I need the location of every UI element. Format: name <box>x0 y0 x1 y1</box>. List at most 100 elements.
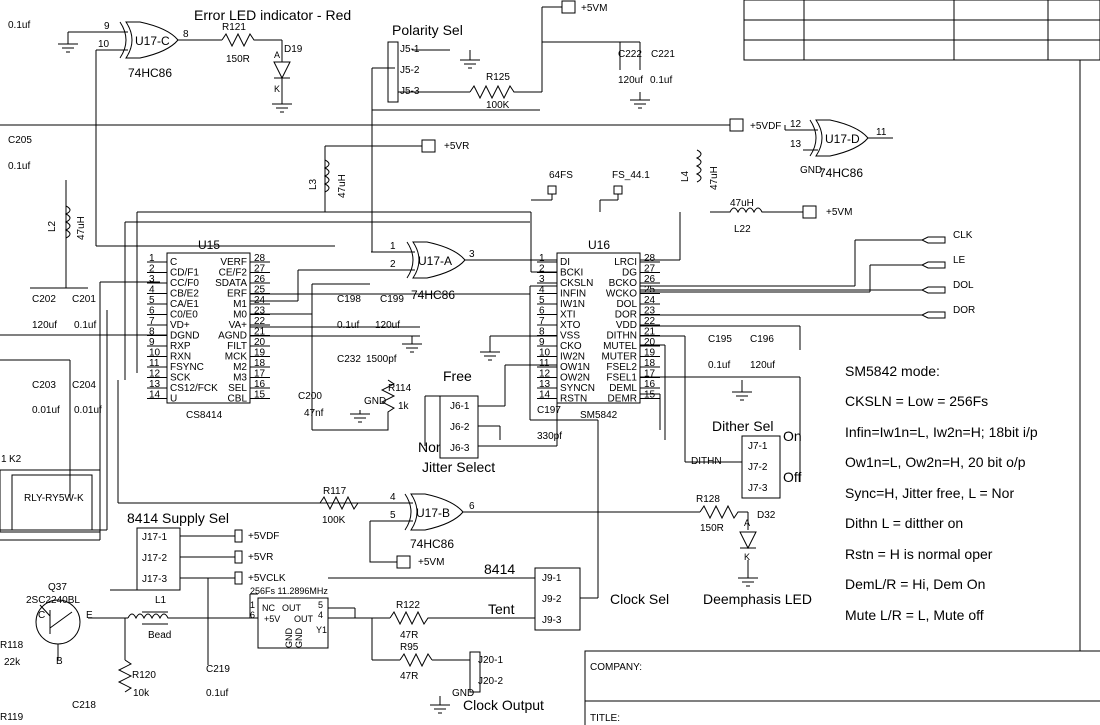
pin-name: IW2N <box>560 352 585 363</box>
gate-u17b: U17-B 74HC86 4 5 6 <box>118 492 700 551</box>
c203-ref: C203 <box>32 380 56 391</box>
c204-val: 0.01uf <box>74 405 102 416</box>
pin-name: DEMR <box>608 394 637 405</box>
u16-part: SM5842 <box>580 410 618 421</box>
pin-number: 14 <box>539 390 551 401</box>
pin-number: 2 <box>539 264 545 275</box>
port-s5vdf: +5VDF <box>222 529 279 543</box>
c222-val: 120uf <box>618 75 643 86</box>
pin-name: M3 <box>233 373 247 384</box>
u17b-pin5: 5 <box>390 510 396 521</box>
r122-val: 47R <box>400 630 418 641</box>
clock-output-gnd: GND <box>452 688 474 699</box>
header-pin: J7-1 <box>748 441 768 452</box>
header-pin: J9-2 <box>542 594 562 605</box>
note-line: Infin=Iw1n=L, Iw2n=H; 18bit i/p <box>845 424 1038 440</box>
ground-symbols <box>58 32 758 714</box>
r117-val: 100K <box>322 515 346 526</box>
header-j6: J6-1 J6-2 J6-3 <box>424 395 479 459</box>
c232-val: 1500pf <box>366 354 397 365</box>
pin-name: VERF <box>220 257 247 268</box>
port-label: FS_44.1 <box>612 170 650 181</box>
port-clk: CLK <box>920 230 973 244</box>
c221-ref: C221 <box>651 49 675 60</box>
pin-name: M2 <box>233 362 247 373</box>
pin-number: 23 <box>254 306 266 317</box>
pin-number: 27 <box>254 264 266 275</box>
note-line: CKSLN = Low = 256Fs <box>845 393 988 409</box>
pin-name: IW1N <box>560 299 585 310</box>
port-label: +5VR <box>248 552 273 563</box>
header-pin: J20-1 <box>478 655 503 666</box>
u17c-pin10: 10 <box>98 39 110 50</box>
pin-name: SEL <box>228 383 247 394</box>
dithn-label: DITHN <box>691 456 722 467</box>
pin-name: DOR <box>615 310 637 321</box>
pin-number: 1 <box>149 253 155 264</box>
pin-number: 3 <box>149 274 155 285</box>
header-pin: J17-3 <box>142 574 167 585</box>
company-label: COMPANY: <box>590 662 642 673</box>
c198-ref: C198 <box>337 294 361 305</box>
c201-val: 0.1uf <box>74 320 96 331</box>
pin-name: CA/E1 <box>170 299 199 310</box>
dither-sel-heading: Dither Sel <box>712 418 773 434</box>
c-top-val: 0.1uf <box>8 20 30 31</box>
c196-ref: C196 <box>750 334 774 345</box>
u17b-pin4: 4 <box>390 492 396 503</box>
note-line: Mute L/R = L, Mute off <box>845 607 984 623</box>
pin-name: CBL <box>228 394 248 405</box>
u17d-ref: U17-D <box>825 132 860 146</box>
header-j9: J9-1 J9-2 J9-3 <box>534 567 581 631</box>
header-pin: J9-1 <box>542 573 562 584</box>
note-line: Rstn = H is normal oper <box>845 546 993 562</box>
pin-name: FSYNC <box>170 362 204 373</box>
pin-name: FSEL1 <box>606 373 637 384</box>
c196-val: 120uf <box>750 360 775 371</box>
l3-val: 47uH <box>337 174 348 198</box>
port-label: +5VM <box>826 207 852 218</box>
port-dol: DOL <box>920 280 974 294</box>
c204-ref: C204 <box>72 380 96 391</box>
l22-ref: L22 <box>734 224 751 235</box>
gate-u17a: U17-A 74HC86 1 2 3 <box>371 241 527 302</box>
q37-e: E <box>86 610 93 621</box>
pin-name: CKO <box>560 341 582 352</box>
r128-val: 150R <box>700 523 724 534</box>
u17d-part: 74HC86 <box>819 166 863 180</box>
u17b-pin6: 6 <box>469 501 475 512</box>
pin-name: XTI <box>560 310 576 321</box>
port-s5vr: +5VR <box>222 550 273 564</box>
c221-val: 0.1uf <box>650 75 672 86</box>
pin-name: CD/F1 <box>170 268 199 279</box>
dither-off-label: Off <box>783 469 802 485</box>
pin-number: 11 <box>149 358 160 369</box>
note-line: Sync=H, Jitter free, L = Nor <box>845 485 1014 501</box>
y1-out2: OUT <box>294 614 314 624</box>
y1-nc: NC <box>262 603 275 613</box>
header-pin: J20-2 <box>478 676 503 687</box>
tent-label: Tent <box>488 601 515 617</box>
u17c-ref: U17-C <box>135 34 170 48</box>
pin-name: MUTEL <box>603 341 637 352</box>
pin-number: 8 <box>539 327 545 338</box>
pin-name: BCKI <box>560 268 583 279</box>
c195-ref: C195 <box>708 334 732 345</box>
u17a-part: 74HC86 <box>411 288 455 302</box>
y1-p1: 1 <box>250 600 255 610</box>
port-label: +5VCLK <box>248 573 286 584</box>
pin-number: 20 <box>254 337 266 348</box>
header-pin: J9-3 <box>542 615 562 626</box>
header-pin: J6-1 <box>450 401 470 412</box>
r114-gnd: GND <box>364 396 386 407</box>
pin-number: 22 <box>644 316 656 327</box>
deemphasis-led-heading: Deemphasis LED <box>703 591 812 607</box>
pin-name: ERF <box>227 289 247 300</box>
header-pin: J7-2 <box>748 462 768 473</box>
y1-desc: 256Fs 11.2896MHz <box>250 586 328 596</box>
pin-name: DG <box>622 268 637 279</box>
header-j17: J17-1 J17-2 J17-3 <box>136 527 181 591</box>
pin-name: M1 <box>233 299 247 310</box>
u17a-pin2: 2 <box>390 259 396 270</box>
